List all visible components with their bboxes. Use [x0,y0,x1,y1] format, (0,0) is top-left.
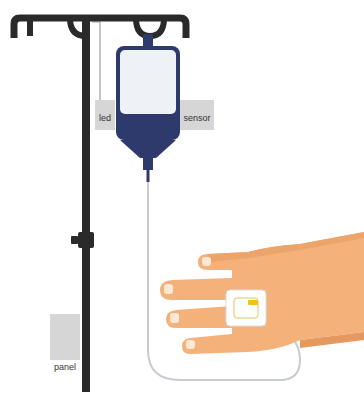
fingernail [202,257,211,266]
grey-box [50,314,80,360]
led-box: led [95,100,115,130]
hand [160,232,364,354]
part-label: panel [50,362,80,373]
catheter-outline [234,298,258,318]
fingernail [186,340,195,349]
bag-tab [143,34,153,48]
bag-neck [120,140,176,158]
iv-tape [226,290,266,326]
clamp-knob [71,236,78,244]
hand-shade [208,232,364,262]
fingernail [170,313,179,323]
wrist-shade [300,332,364,348]
catheter-hub [248,300,258,305]
panel-box: panel [50,314,80,373]
drip-spike [147,170,150,182]
drip-chamber [143,156,153,170]
stand-pole [82,20,90,392]
fingernail [164,284,173,294]
part-label: sensor [180,100,214,124]
pole-clamp [78,232,94,248]
sensor-wire [92,22,100,100]
bag-hook [136,18,164,36]
sensor-box: sensor [180,100,214,130]
hanger-hook [30,18,86,36]
hanger-bar [14,18,186,38]
bag-fluid-empty [120,50,176,114]
part-label: led [95,100,115,124]
iv-bag [116,46,180,140]
